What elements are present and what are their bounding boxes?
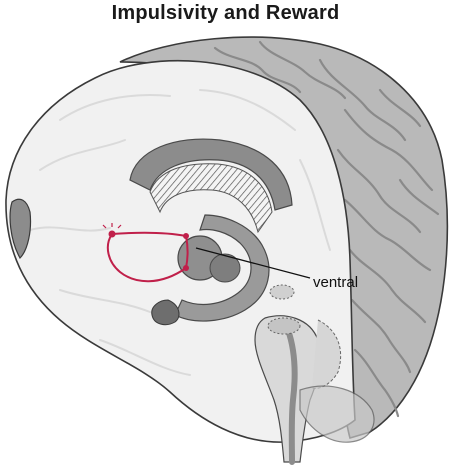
diagram-title: Impulsivity and Reward — [111, 2, 340, 24]
thalamus — [209, 253, 241, 283]
midbrain-nucleus-lower — [267, 317, 301, 335]
pathway-nodes — [108, 230, 189, 271]
prefrontal-burst — [102, 223, 122, 229]
ventral-callout-line — [195, 247, 311, 279]
frontal-pole — [9, 198, 32, 259]
right-hemisphere-gyri — [213, 40, 440, 418]
pathway-node-striatum-upper — [183, 233, 189, 239]
corpus-callosum — [129, 138, 293, 211]
midbrain-nucleus-upper — [269, 284, 295, 300]
pathway-node-striatum-lower — [183, 265, 189, 271]
amygdala — [151, 299, 180, 326]
hatched-region — [149, 163, 273, 234]
pathway-node-prefrontal — [108, 230, 116, 238]
cerebellum — [299, 385, 375, 443]
left-hemisphere-gyri — [29, 89, 331, 376]
brainstem-core — [285, 327, 298, 465]
ventral-label: ventral — [313, 274, 358, 291]
